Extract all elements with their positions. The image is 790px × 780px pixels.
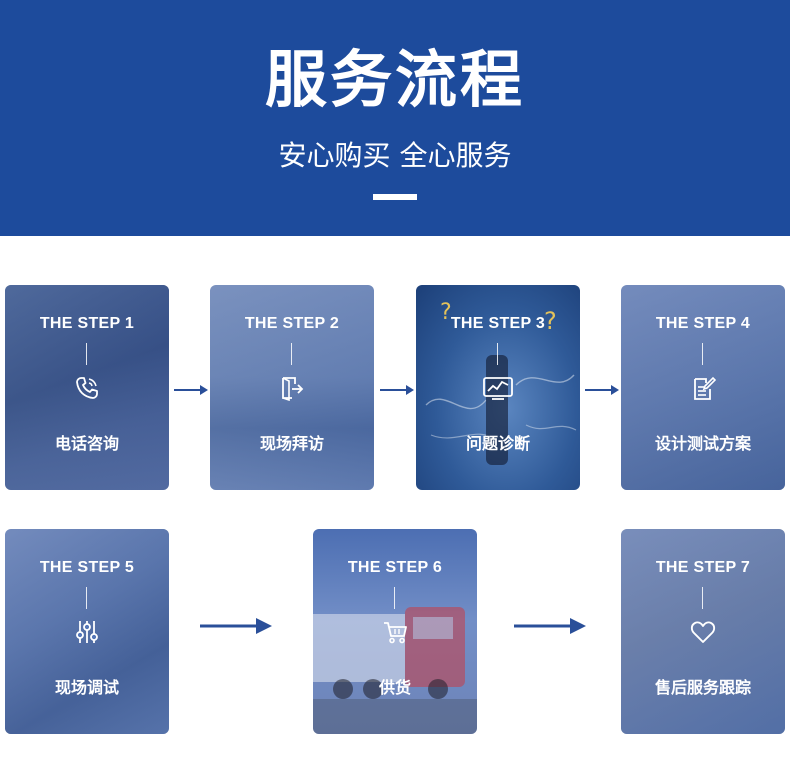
page-title: 服务流程 bbox=[264, 43, 525, 116]
step-card-4[interactable]: THE STEP 4 设计测试方案 bbox=[621, 285, 785, 490]
arrow-right-icon bbox=[380, 385, 414, 395]
step-2-background bbox=[210, 285, 374, 490]
step-label: 设计测试方案 bbox=[654, 434, 751, 453]
step-connector-line bbox=[86, 587, 87, 609]
svg-text:?: ? bbox=[544, 307, 557, 335]
arrow-right-icon bbox=[585, 385, 619, 395]
door-exit-icon bbox=[282, 377, 304, 401]
step-7-background bbox=[621, 529, 785, 734]
step-label: 现场拜访 bbox=[259, 434, 324, 453]
truck-illustration bbox=[313, 607, 477, 734]
arrow-right-icon bbox=[174, 385, 208, 395]
step-card-2[interactable]: THE STEP 2 现场拜访 bbox=[210, 285, 374, 490]
arrow-right-icon bbox=[514, 618, 586, 634]
step-title: THE STEP 1 bbox=[39, 315, 135, 332]
step-1-background bbox=[5, 285, 169, 490]
step-connector-line bbox=[702, 343, 703, 365]
step-title: THE STEP 6 bbox=[347, 559, 443, 576]
step-card-5[interactable]: THE STEP 5 现场调试 bbox=[5, 529, 169, 734]
chart-monitor-icon bbox=[483, 377, 513, 400]
svg-text:?: ? bbox=[440, 300, 452, 325]
shopping-cart-icon bbox=[384, 622, 407, 644]
step-connector-line bbox=[702, 587, 703, 609]
arrow-right-icon bbox=[200, 618, 272, 634]
clipboard-edit-icon bbox=[694, 376, 716, 400]
step-card-6[interactable]: THE STEP 6 供货 bbox=[313, 529, 477, 734]
step-label: 现场调试 bbox=[54, 678, 119, 697]
step-card-1[interactable]: THE STEP 1 电话咨询 bbox=[5, 285, 169, 490]
title-divider bbox=[373, 194, 417, 200]
step-title: THE STEP 5 bbox=[39, 559, 135, 576]
sliders-icon bbox=[76, 621, 98, 643]
step-label: 电话咨询 bbox=[54, 434, 119, 453]
step-connector-line bbox=[497, 343, 498, 365]
page-subtitle: 安心购买 全心服务 bbox=[278, 139, 512, 172]
step-label: 供货 bbox=[378, 678, 411, 697]
step-card-3[interactable]: ? ? THE STEP 3 问题诊断 bbox=[416, 285, 580, 490]
header-banner: 服务流程 安心购买 全心服务 bbox=[0, 0, 790, 236]
heart-icon bbox=[690, 621, 716, 643]
phone-icon bbox=[76, 377, 98, 399]
step-title: THE STEP 4 bbox=[655, 315, 751, 332]
step-title: THE STEP 7 bbox=[655, 559, 751, 576]
step-connector-line bbox=[394, 587, 395, 609]
step-card-7[interactable]: THE STEP 7 售后服务跟踪 bbox=[621, 529, 785, 734]
step-connector-line bbox=[86, 343, 87, 365]
step-label: 售后服务跟踪 bbox=[654, 678, 751, 697]
step-label: 问题诊断 bbox=[465, 434, 530, 453]
step-connector-line bbox=[291, 343, 292, 365]
step-title: THE STEP 3 bbox=[450, 315, 546, 332]
step-title: THE STEP 2 bbox=[244, 315, 340, 332]
